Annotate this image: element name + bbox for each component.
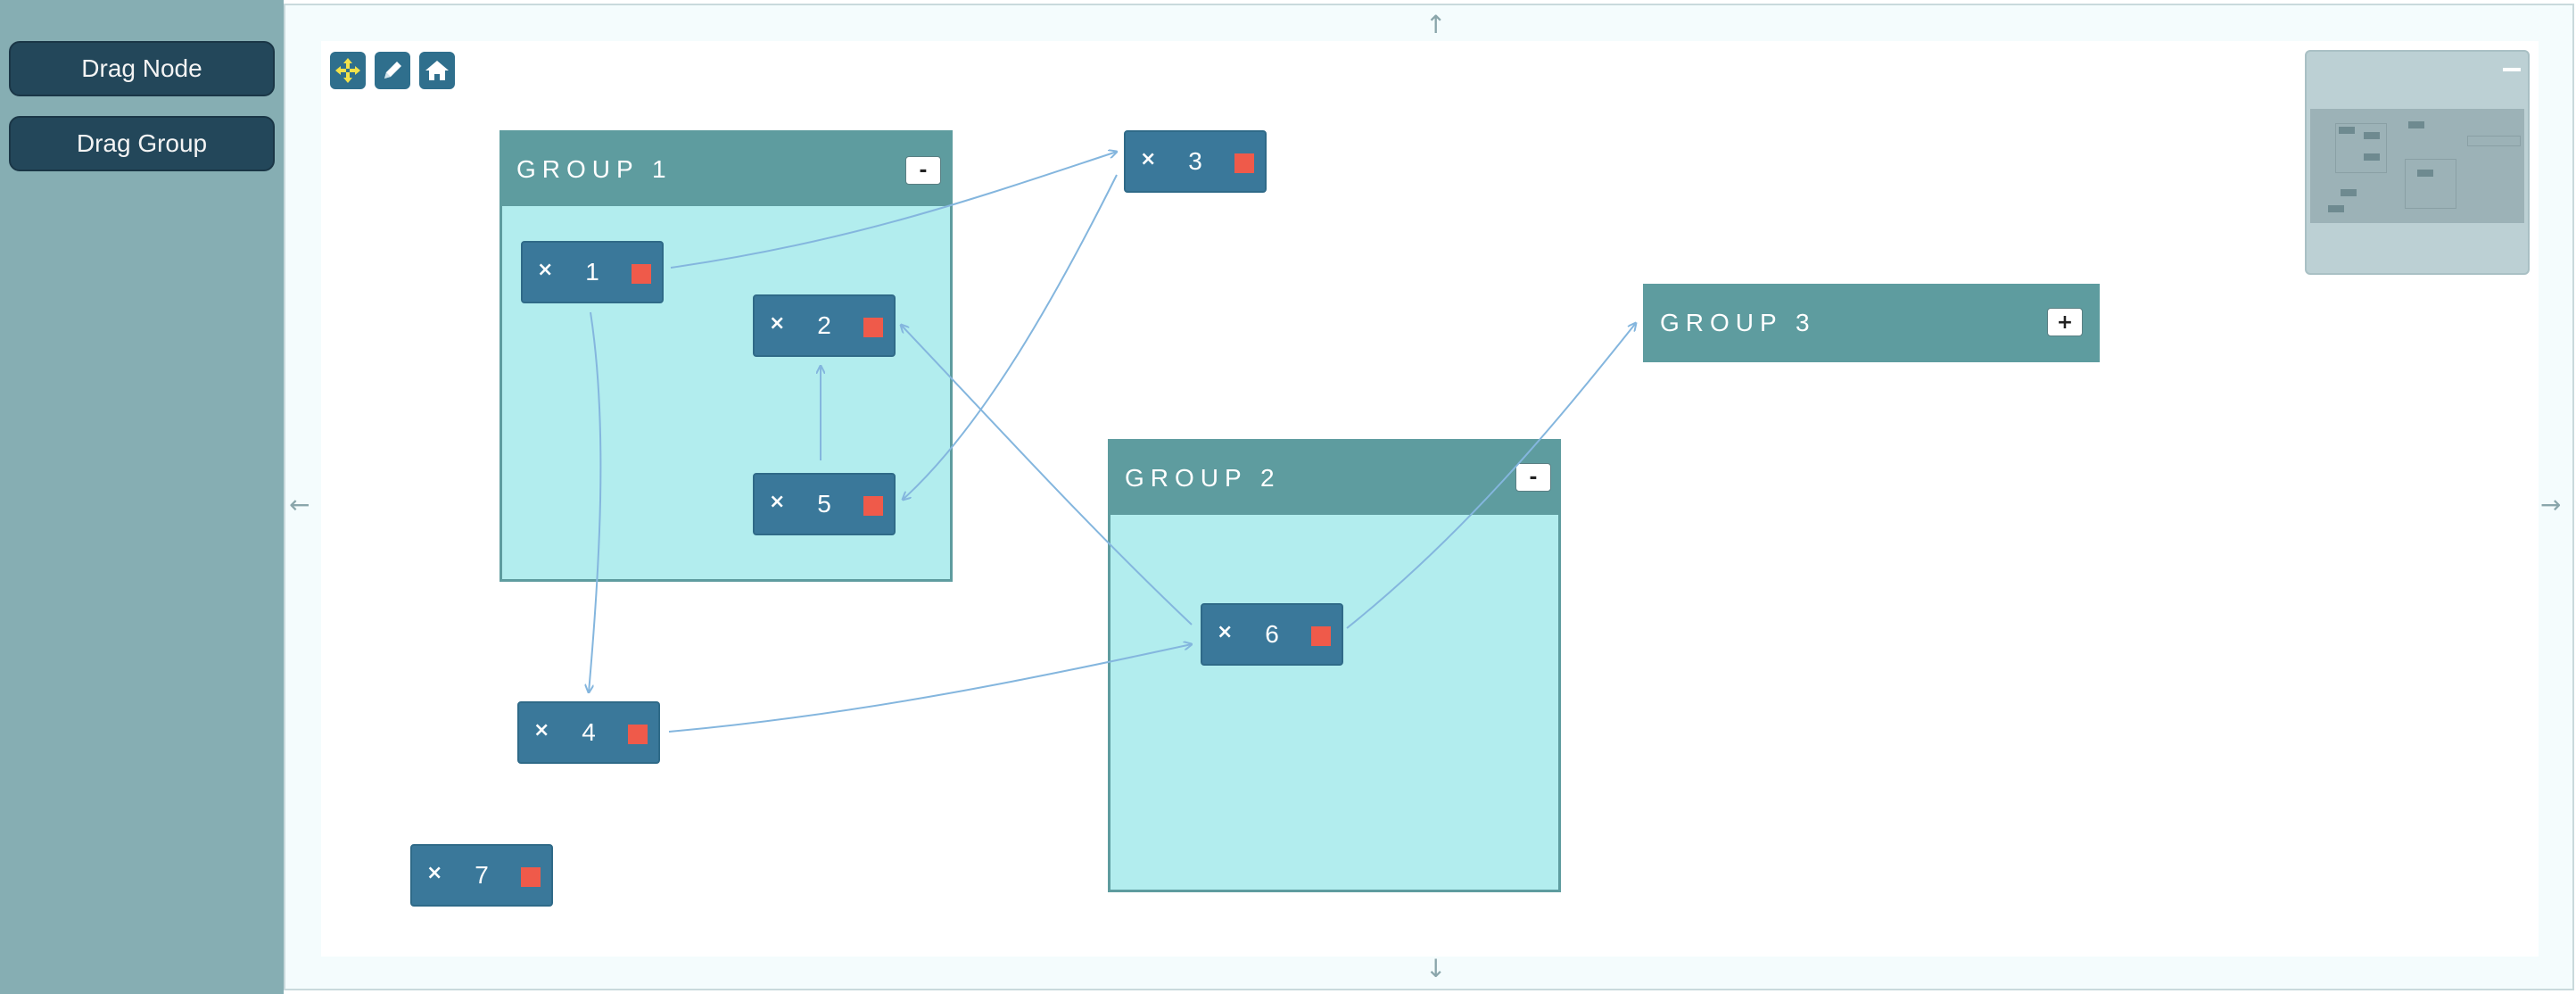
minimap-node bbox=[2408, 121, 2424, 128]
delete-node-icon[interactable]: × bbox=[769, 491, 786, 513]
delete-node-icon[interactable]: × bbox=[1217, 621, 1234, 643]
minimap-node bbox=[2364, 132, 2380, 139]
collapse-group-button[interactable]: - bbox=[1515, 463, 1551, 492]
node-output-port[interactable] bbox=[632, 264, 651, 284]
move-icon bbox=[335, 58, 360, 83]
node-label: 6 bbox=[1265, 620, 1279, 648]
node-1[interactable]: × 1 bbox=[521, 241, 664, 303]
node-output-port[interactable] bbox=[863, 318, 883, 337]
node-output-port[interactable] bbox=[1311, 626, 1331, 646]
node-2[interactable]: × 2 bbox=[753, 294, 896, 357]
minimap-viewport[interactable] bbox=[2310, 109, 2524, 223]
node-4[interactable]: × 4 bbox=[517, 701, 660, 764]
minimap-node bbox=[2364, 153, 2380, 161]
pan-left-arrow[interactable]: ← bbox=[289, 490, 310, 519]
minimap[interactable] bbox=[2305, 50, 2530, 275]
sidebar: Drag Node Drag Group bbox=[0, 0, 284, 994]
group-header[interactable]: GROUP 3 + bbox=[1646, 286, 2097, 360]
pan-right-arrow[interactable]: → bbox=[2540, 490, 2562, 519]
delete-node-icon[interactable]: × bbox=[537, 259, 554, 281]
expand-group-button[interactable]: + bbox=[2047, 308, 2083, 336]
node-label: 2 bbox=[817, 311, 831, 339]
pan-down-arrow[interactable]: ↓ bbox=[1425, 954, 1447, 983]
drag-node-button[interactable]: Drag Node bbox=[9, 41, 275, 96]
node-output-port[interactable] bbox=[863, 496, 883, 516]
group-3[interactable]: GROUP 3 + bbox=[1643, 284, 2100, 362]
node-output-port[interactable] bbox=[521, 867, 541, 887]
group-title: GROUP 2 bbox=[1125, 464, 1281, 492]
node-output-port[interactable] bbox=[1234, 153, 1254, 173]
pencil-icon bbox=[384, 62, 401, 79]
node-output-port[interactable] bbox=[628, 725, 648, 744]
minimap-node bbox=[2417, 170, 2433, 177]
minimize-minimap-icon[interactable] bbox=[2503, 68, 2521, 71]
edit-tool-button[interactable] bbox=[375, 52, 410, 89]
node-7[interactable]: × 7 bbox=[410, 844, 553, 907]
minimap-group-1 bbox=[2335, 123, 2387, 173]
delete-node-icon[interactable]: × bbox=[533, 719, 550, 741]
group-2[interactable]: GROUP 2 - bbox=[1108, 439, 1561, 892]
drag-group-button[interactable]: Drag Group bbox=[9, 116, 275, 171]
node-label: 4 bbox=[582, 718, 596, 746]
pan-up-arrow[interactable]: ↑ bbox=[1425, 10, 1447, 39]
group-title: GROUP 1 bbox=[516, 155, 673, 183]
collapse-group-button[interactable]: - bbox=[905, 156, 941, 185]
group-header[interactable]: GROUP 2 - bbox=[1110, 442, 1558, 515]
minimap-node bbox=[2341, 189, 2357, 196]
move-tool-button[interactable] bbox=[330, 52, 366, 89]
delete-node-icon[interactable]: × bbox=[426, 862, 443, 884]
minimap-node bbox=[2339, 127, 2355, 134]
minimap-node bbox=[2328, 205, 2344, 212]
group-title: GROUP 3 bbox=[1660, 309, 1816, 336]
node-5[interactable]: × 5 bbox=[753, 473, 896, 535]
node-label: 1 bbox=[585, 258, 599, 286]
minimap-group-2 bbox=[2405, 159, 2456, 209]
node-label: 5 bbox=[817, 490, 831, 518]
delete-node-icon[interactable]: × bbox=[769, 312, 786, 335]
home-icon bbox=[425, 61, 449, 80]
node-label: 3 bbox=[1188, 147, 1202, 175]
node-3[interactable]: × 3 bbox=[1124, 130, 1267, 193]
delete-node-icon[interactable]: × bbox=[1140, 148, 1157, 170]
group-header[interactable]: GROUP 1 - bbox=[502, 133, 950, 206]
home-tool-button[interactable] bbox=[419, 52, 455, 89]
node-label: 7 bbox=[475, 861, 489, 889]
minimap-group-3 bbox=[2467, 136, 2521, 146]
node-6[interactable]: × 6 bbox=[1201, 603, 1343, 666]
